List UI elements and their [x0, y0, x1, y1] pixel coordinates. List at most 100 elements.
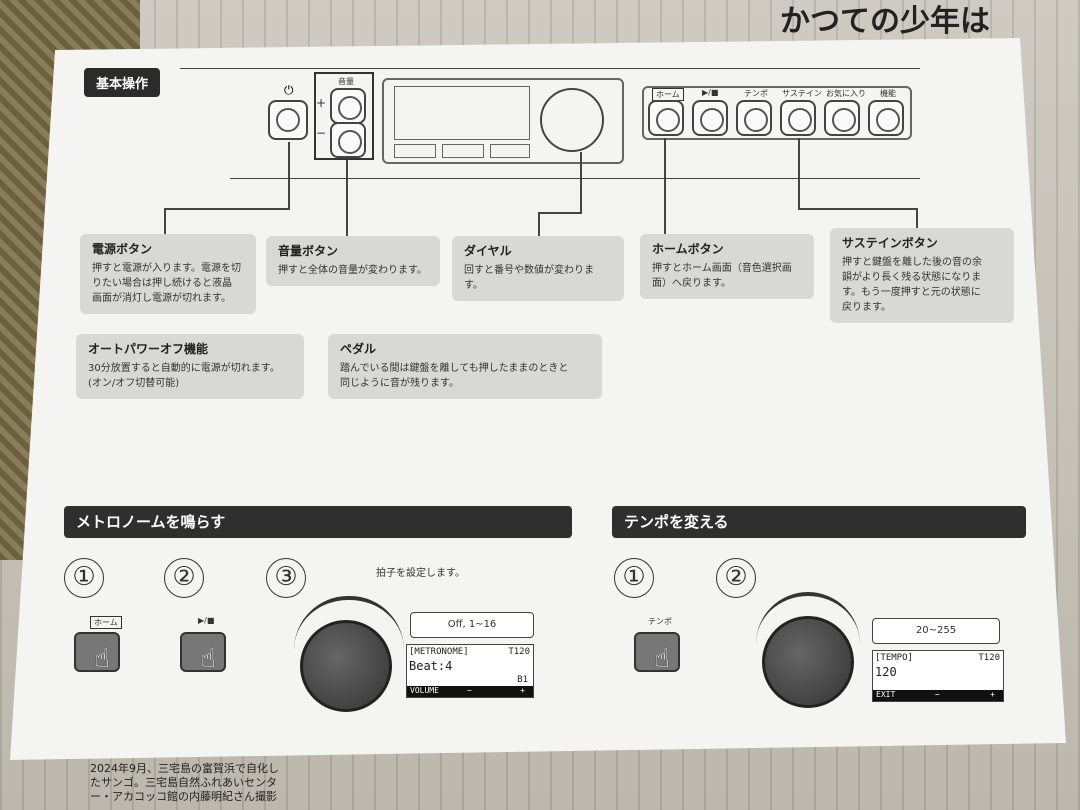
display-button [394, 144, 436, 158]
instruction-sheet: 基本操作 ⏻ 音量 + − ホーム ▶/■ テンポ サステイン お気に入り 機能… [10, 38, 1066, 760]
leader-line [798, 138, 800, 210]
volume-up-button [330, 88, 366, 124]
tempo-section-bar: テンポを変える [612, 506, 1026, 538]
home-key-label: ホーム [90, 616, 122, 629]
volume-label: 音量 [338, 77, 354, 86]
lcd-line1-right: T120 [508, 647, 530, 657]
metronome-lcd: [METRONOME] T120 Beat:4 B1 VOLUME − + [406, 644, 534, 698]
caption-line: たサンゴ。三宅島自然ふれあいセンタ [90, 776, 277, 789]
tempo-key [634, 632, 680, 672]
card-body: 踏んでいる間は鍵盤を離しても押したままのときと 同じように音が残ります。 [340, 363, 569, 389]
function-button-row [642, 86, 912, 140]
volume-button-card: 音量ボタン 押すと全体の音量が変わります。 [266, 236, 440, 286]
foot-left: VOLUME [410, 686, 439, 695]
lcd-line2: 120 [875, 665, 897, 679]
power-button-card: 電源ボタン 押すと電源が入ります。電源を切 りたい場合は押し続けると液晶 画面が… [80, 234, 256, 314]
card-body: 押すと電源が入ります。電源を切 りたい場合は押し続けると液晶 画面が消灯し電源が… [92, 263, 241, 304]
plus-sign: + [316, 96, 327, 110]
card-title: 音量ボタン [278, 244, 339, 258]
lcd-screen [394, 86, 530, 140]
tempo-key-label: テンポ [648, 617, 672, 626]
tempo-dial [762, 616, 854, 708]
lcd-line1-left: [TEMPO] [875, 653, 913, 663]
card-body: 30分放置すると自動的に電源が切れます。 (オン/オフ切替可能) [88, 363, 280, 389]
tempo-button [736, 100, 772, 136]
power-icon: ⏻ [284, 83, 294, 97]
home-button-card: ホームボタン 押すとホーム画面（音色選択画 面）へ戻ります。 [640, 234, 814, 299]
pedal-card: ペダル 踏んでいる間は鍵盤を離しても押したままのときと 同じように音が残ります。 [328, 334, 602, 399]
home-key [74, 632, 120, 672]
leader-line [664, 138, 666, 236]
card-body: 押すと鍵盤を離した後の音の余 韻がより長く残る状態になりま す。もう一度押すと元… [842, 257, 982, 313]
card-body: 押すとホーム画面（音色選択画 面）へ戻ります。 [652, 263, 792, 289]
display-button [442, 144, 484, 158]
leader-line [580, 152, 582, 212]
volume-down-button [330, 122, 366, 158]
function-label: 機能 [880, 89, 896, 98]
leader-line [916, 208, 918, 228]
lcd-line3-right: B1 [517, 675, 528, 685]
lcd-footer: VOLUME − + [407, 686, 533, 697]
leader-line [538, 212, 540, 236]
caption-line: 2024年9月、三宅島の富賀浜で自化し [90, 762, 279, 775]
foot-mid: − [935, 690, 940, 699]
function-button [868, 100, 904, 136]
metronome-section-bar: メトロノームを鳴らす [64, 506, 572, 538]
card-title: オートパワーオフ機能 [88, 342, 209, 356]
hand-icon: ☝ [200, 644, 216, 674]
tempo-lcd: [TEMPO] T120 120 EXIT − + [872, 650, 1004, 702]
lcd-line2: Beat:4 [409, 659, 453, 673]
auto-power-off-card: オートパワーオフ機能 30分放置すると自動的に電源が切れます。 (オン/オフ切替… [76, 334, 304, 399]
foot-right: + [990, 690, 995, 699]
card-title: ホームボタン [652, 242, 724, 256]
display-button [490, 144, 530, 158]
sustain-button [780, 100, 816, 136]
card-body: 押すと全体の音量が変わります。 [278, 265, 427, 276]
play-stop-key [180, 632, 226, 672]
hand-icon: ☝ [654, 644, 670, 674]
foot-left: EXIT [876, 690, 896, 699]
step-number: ③ [266, 558, 306, 598]
step-number: ② [164, 558, 204, 598]
card-title: ダイヤル [464, 244, 512, 258]
home-button [648, 100, 684, 136]
sustain-label: サステイン [782, 89, 822, 98]
leader-line [164, 208, 166, 234]
range-bubble: Off, 1~16 [410, 612, 534, 638]
step-number: ① [614, 558, 654, 598]
leader-line [538, 212, 582, 214]
dial-card: ダイヤル 回すと番号や数値が変わります。 [452, 236, 624, 301]
tempo-label: テンポ [744, 89, 768, 98]
card-title: サステインボタン [842, 236, 938, 250]
panel-bottom-line [230, 178, 920, 179]
lcd-line1-left: [METRONOME] [409, 647, 469, 657]
metronome-dial [300, 620, 392, 712]
leader-line [798, 208, 918, 210]
card-body: 回すと番号や数値が変わります。 [464, 265, 594, 291]
volume-group [314, 72, 374, 160]
leader-line [346, 160, 348, 236]
newspaper-header: かつての少年は [780, 4, 990, 39]
rotate-arrow [756, 592, 860, 646]
newspaper-caption: 2024年9月、三宅島の富賀浜で自化し たサンゴ。三宅島自然ふれあいセンタ ー・… [90, 762, 279, 804]
section-badge: 基本操作 [84, 68, 161, 97]
panel-top-line [180, 68, 920, 69]
hand-icon: ☝ [94, 644, 110, 674]
foot-mid: − [467, 686, 472, 695]
foot-right: + [520, 686, 525, 695]
sustain-button-card: サステインボタン 押すと鍵盤を離した後の音の余 韻がより長く残る状態になりま す… [830, 228, 1014, 323]
lcd-footer: EXIT − + [873, 690, 1003, 701]
play-key-label: ▶/■ [198, 616, 215, 625]
lcd-line1-right: T120 [978, 653, 1000, 663]
rotate-arrow [294, 596, 404, 650]
step-number: ① [64, 558, 104, 598]
leader-line [164, 208, 290, 210]
power-button [268, 100, 308, 140]
favorite-button [824, 100, 860, 136]
card-title: 電源ボタン [92, 242, 153, 256]
panel-dial [540, 88, 604, 152]
leader-line [288, 142, 290, 208]
favorite-label: お気に入り [826, 89, 866, 98]
step3-text: 拍子を設定します。 [376, 568, 465, 579]
range-bubble: 20~255 [872, 618, 1000, 644]
